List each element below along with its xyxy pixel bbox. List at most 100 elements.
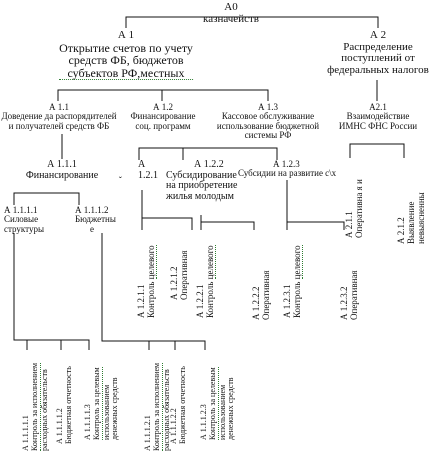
- node-a211-line2: я и: [353, 179, 364, 191]
- node-a12-line1: Финансирование: [130, 111, 196, 122]
- node-a1: А 1 Открытие счетов по учету средств ФБ,…: [59, 29, 193, 81]
- node-a1221-line2: целевого: [204, 245, 216, 280]
- node-a1-line2: средств ФБ, бюджетов: [68, 53, 184, 68]
- node-a11111-line2: расходных обязательств: [39, 369, 49, 451]
- node-a211-line1: Оперативна: [353, 192, 364, 238]
- node-a1112-line1: Бюджетны: [75, 214, 116, 225]
- connector-a1111: [13, 233, 90, 350]
- connector-a1112: [101, 233, 206, 350]
- node-a21-id: А2.1: [369, 102, 387, 112]
- node-a0-id: A0: [224, 1, 238, 13]
- node-a122-line2: на приобретение: [166, 180, 238, 191]
- node-a122: А 1.2.2 Субсидирование на приобретение ж…: [166, 159, 238, 202]
- node-a1221-line1: Контроль: [204, 281, 215, 318]
- node-a2-line3: федеральных налогов: [327, 63, 429, 76]
- node-a1112: А 1.1.1.2 Бюджетны е: [75, 205, 116, 234]
- node-a21-line1: Взаимодействие: [346, 111, 410, 122]
- node-a123: А 1.2.3 Субсидии на развитие с\х: [238, 159, 337, 179]
- connector-a123: [286, 180, 345, 230]
- node-a1231-line1: Контроль: [291, 281, 302, 318]
- node-a11: А 1.1 Доведение да распорядителей и полу…: [1, 102, 117, 131]
- node-a1111-line1: Силовые: [4, 214, 39, 225]
- node-a2-line1: Распределение: [343, 40, 413, 53]
- node-a1211-text: Контроль целевого: [145, 245, 157, 318]
- node-a1212-line1: Оперативная: [178, 250, 189, 300]
- node-a12-line2: соц. программ: [135, 120, 191, 131]
- node-a12: А 1.2 Финансирование соц. программ: [130, 102, 196, 131]
- node-a1111: А 1.1.1.1 Силовые структуры: [4, 205, 45, 234]
- node-a211: А 2.1.1 Оперативна я и: [344, 179, 365, 238]
- node-a121-line2: 1.2.1: [138, 169, 158, 181]
- node-a121-line1: А: [138, 159, 146, 170]
- node-a11123: А 1.1.1.2.3 Контроль за целевым использо…: [199, 367, 236, 440]
- node-a111-line1: Финансирование: [25, 169, 99, 181]
- node-a212: А 2.1.2 Выявление невыясненны: [396, 192, 427, 244]
- node-a1231: А 1.2.3.1 Контроль целевого: [282, 245, 303, 318]
- connector-root: [125, 16, 379, 28]
- node-a13-line2: использование бюджетной: [216, 120, 320, 131]
- node-a111: А 1.1.1 Финансирование ˇ: [25, 159, 122, 184]
- connector-a111: [13, 192, 80, 205]
- node-a1112-id: А 1.1.1.2: [75, 205, 109, 215]
- node-a1231-line2: целевого: [291, 245, 303, 280]
- node-a11-line1: Доведение да распорядителей: [1, 111, 117, 122]
- node-a1-id: А 1: [117, 29, 135, 41]
- node-a1211-line1: Контроль: [145, 281, 156, 318]
- node-a0: A0 казначейств: [203, 1, 259, 25]
- node-a1212: А 1.2.1.2 Оперативная: [169, 250, 190, 300]
- connector-a21: [349, 143, 405, 158]
- connector-a12: [138, 147, 278, 160]
- node-a1211-line2: целевого: [145, 245, 157, 280]
- node-a11123-line3: денежных средств: [226, 377, 236, 440]
- node-a1232-line1: Оперативная: [348, 270, 359, 320]
- node-a123-id: А 1.2.3: [273, 159, 300, 169]
- connector-a121: [141, 190, 193, 230]
- node-a2: А 2 Распределение поступлений от федерал…: [327, 29, 429, 76]
- node-a11121: А 1.1.1.2.1 Контроль за исполнением расх…: [143, 362, 171, 451]
- node-a13: А 1.3 Кассовое обслуживание использовани…: [216, 102, 320, 141]
- connector-a1: [57, 89, 269, 101]
- node-a21-line2: ИМНС ФНС России: [338, 120, 418, 131]
- node-a12-id: А 1.2: [153, 102, 173, 112]
- node-a11113-line3: денежных средств: [110, 377, 120, 440]
- node-a1221: А 1.2.2.1 Контроль целевого: [195, 245, 216, 318]
- node-a1112-line2: е: [90, 223, 94, 234]
- node-a13-line1: Кассовое обслуживание: [221, 111, 315, 122]
- node-a1232: А 1.2.3.2 Оперативная: [339, 270, 360, 320]
- node-a1222-line1: Оперативная: [260, 270, 271, 320]
- node-a123-line1: Субсидии на развитие с\х: [238, 168, 337, 179]
- node-a1231-text: Контроль целевого: [291, 245, 303, 318]
- node-a11122-line1: Бюджетная отчетность: [177, 366, 187, 444]
- node-a122-line1: Субсидирование: [166, 169, 237, 181]
- node-a2-line2: поступлений от: [341, 52, 415, 65]
- node-a13-line3: системы РФ: [244, 130, 292, 141]
- node-a11111: А 1.1.1.1.1 Контроль за исполнением расх…: [21, 362, 49, 451]
- connector-a122-bar: [201, 221, 255, 230]
- node-a21: А2.1 Взаимодействие ИМНС ФНС России: [338, 102, 418, 131]
- node-a1211: А 1.2.1.1 Контроль целевого: [136, 245, 157, 318]
- node-a1111-line2: структуры: [4, 223, 45, 234]
- node-a11122: А 1.1.1.2.2 Бюджетная отчетность: [169, 366, 188, 444]
- node-a1111-id: А 1.1.1.1: [4, 205, 38, 215]
- node-a111-mark: ˇ: [118, 175, 122, 185]
- node-a1-line1: Открытие счетов по учету: [59, 40, 193, 55]
- node-a211-text: Оперативна я и: [353, 179, 365, 238]
- node-a0-title: казначейств: [203, 12, 259, 25]
- node-a11-id: А 1.1: [49, 102, 69, 112]
- node-a122-id: А 1.2.2: [194, 159, 224, 170]
- node-a1222: А 1.2.2.2 Оперативная: [251, 270, 272, 320]
- node-a11113: А 1.1.1.1.3 Контроль за целевым использо…: [83, 367, 120, 440]
- node-a11112-line1: Бюджетная отчетность: [63, 366, 73, 444]
- node-a13-id: А 1.3: [257, 102, 278, 112]
- node-a1-line3: субъектов РФ,местных: [59, 67, 193, 81]
- node-a1221-text: Контроль целевого: [204, 245, 216, 318]
- node-a111-id: А 1.1.1: [47, 159, 77, 170]
- node-a2-id: А 2: [369, 29, 387, 41]
- node-a212-line2: невыясненны: [415, 192, 426, 244]
- node-a11112: А 1.1.1.1.2 Бюджетная отчетность: [55, 366, 74, 444]
- node-a121: А 1.2.1: [138, 159, 158, 181]
- node-a122-line3: жилья молодым: [166, 190, 234, 202]
- node-a11-line2: и получателей средств ФБ: [8, 120, 110, 131]
